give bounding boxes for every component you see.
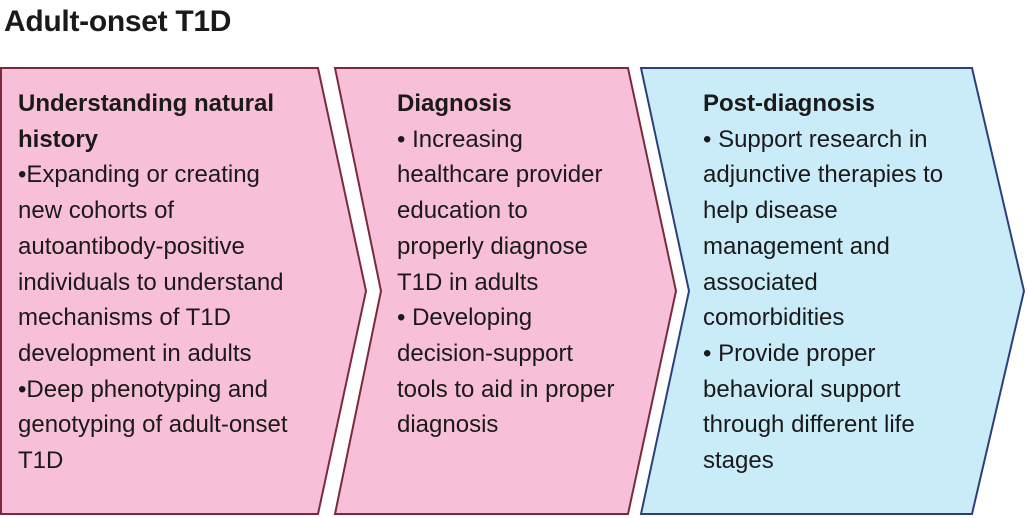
bullet-line: mechanisms of T1D bbox=[18, 304, 231, 332]
bullet-line: stages bbox=[703, 447, 774, 475]
stage-heading: Post-diagnosis bbox=[703, 86, 988, 122]
bullet-line: • Provide proper bbox=[703, 339, 876, 367]
stage-heading-line: Post-diagnosis bbox=[703, 90, 876, 117]
stage-understanding-natural-history: Understanding natural history •Expanding… bbox=[18, 86, 338, 479]
bullet-line: •Deep phenotyping and bbox=[18, 375, 268, 403]
bullet-line: new cohorts of bbox=[18, 197, 175, 225]
bullet-line: properly diagnose bbox=[397, 232, 588, 260]
stage-bullet: • Provide proper behavioral support thro… bbox=[703, 336, 988, 479]
bullet-line: adjunctive therapies to bbox=[703, 161, 944, 189]
stage-heading: Understanding natural history bbox=[18, 86, 338, 157]
stage-bullet: • Support research in adjunctive therapi… bbox=[703, 122, 988, 336]
stage-heading-line: Understanding natural bbox=[18, 90, 275, 117]
bullet-line: tools to aid in proper bbox=[397, 375, 615, 403]
stage-heading: Diagnosis bbox=[397, 86, 649, 122]
stage-bullet: •Expanding or creating new cohorts of au… bbox=[18, 157, 338, 371]
bullet-line: •Expanding or creating bbox=[18, 161, 260, 189]
bullet-line: T1D in adults bbox=[397, 268, 539, 296]
bullet-line: healthcare provider bbox=[397, 161, 603, 189]
bullet-line: management and bbox=[703, 232, 890, 260]
bullet-line: through different life bbox=[703, 411, 915, 439]
bullet-line: comorbidities bbox=[703, 304, 845, 332]
bullet-line: help disease bbox=[703, 197, 838, 225]
bullet-line: T1D bbox=[18, 447, 64, 475]
bullet-line: behavioral support bbox=[703, 375, 901, 403]
bullet-line: diagnosis bbox=[397, 411, 499, 439]
stage-bullet: • Developing decision-support tools to a… bbox=[397, 300, 649, 443]
stage-bullet: • Increasing healthcare provider educati… bbox=[397, 122, 649, 301]
stage-post-diagnosis: Post-diagnosis • Support research in adj… bbox=[703, 86, 988, 479]
stage-bullet: •Deep phenotyping and genotyping of adul… bbox=[18, 372, 338, 479]
bullet-line: individuals to understand bbox=[18, 268, 284, 296]
bullet-line: • Support research in bbox=[703, 125, 928, 153]
stage-arrow-understanding bbox=[0, 67, 368, 515]
bullet-line: • Increasing bbox=[397, 125, 523, 153]
bullet-line: development in adults bbox=[18, 339, 252, 367]
stage-heading-line: history bbox=[18, 125, 99, 153]
diagram-title: Adult-onset T1D bbox=[4, 5, 232, 38]
bullet-line: decision-support bbox=[397, 339, 574, 367]
stage-heading-line: Diagnosis bbox=[397, 90, 512, 117]
bullet-line: associated bbox=[703, 268, 818, 296]
bullet-line: • Developing bbox=[397, 304, 533, 332]
stage-arrow-diagnosis bbox=[333, 67, 678, 515]
stage-arrow-post-diagnosis bbox=[639, 67, 1026, 515]
stage-diagnosis: Diagnosis • Increasing healthcare provid… bbox=[397, 86, 649, 443]
bullet-line: education to bbox=[397, 197, 528, 225]
bullet-line: genotyping of adult-onset bbox=[18, 411, 288, 439]
bullet-line: autoantibody-positive bbox=[18, 232, 245, 260]
